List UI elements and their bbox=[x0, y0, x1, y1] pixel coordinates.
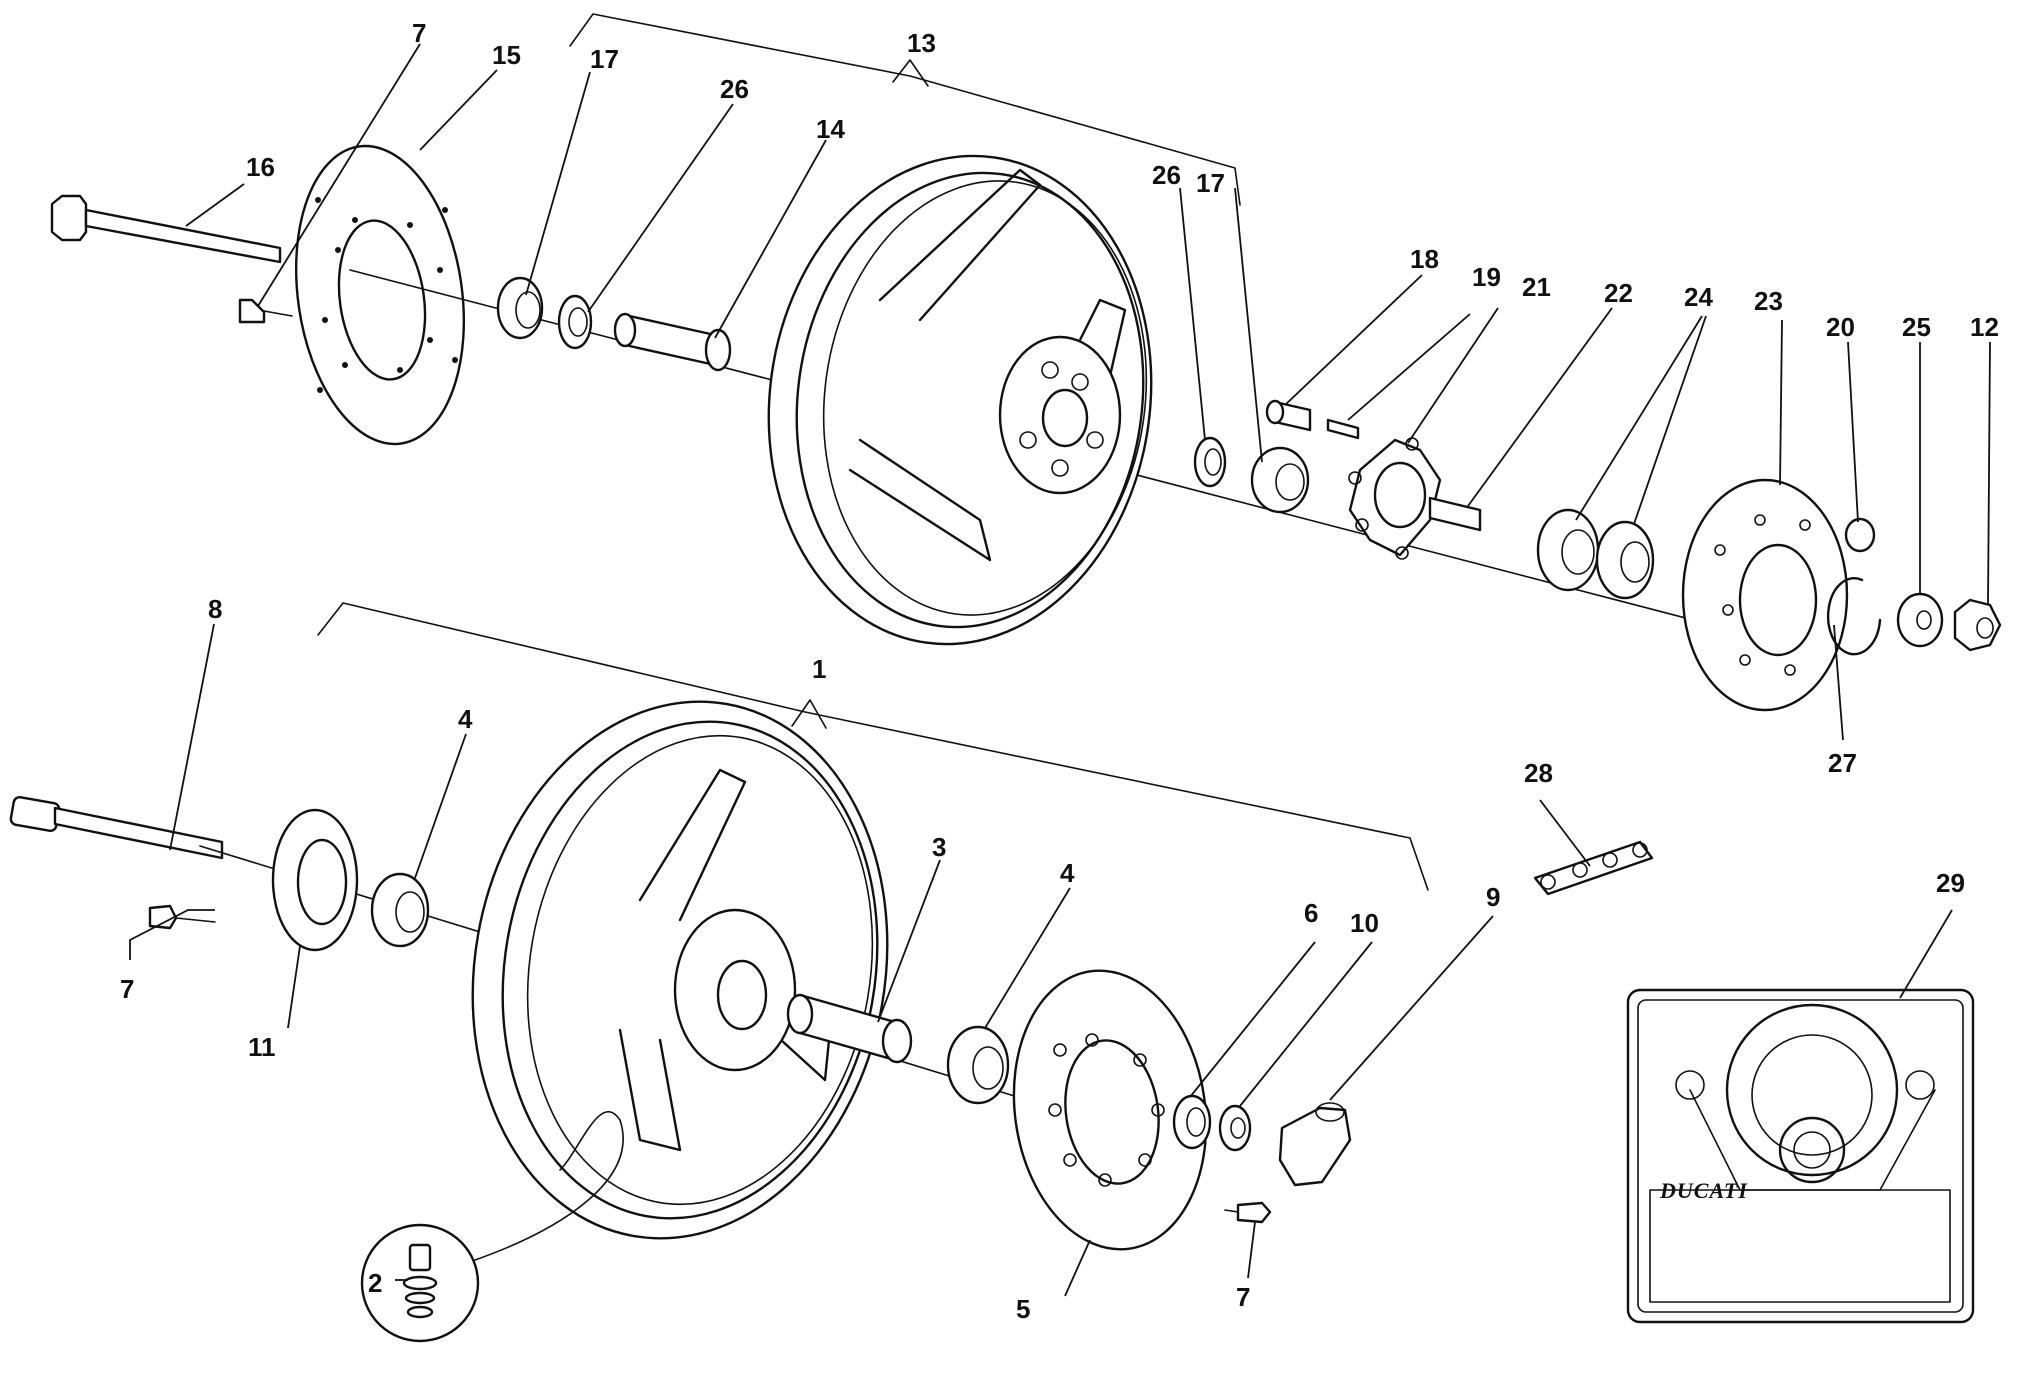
leader-lines bbox=[129, 43, 1991, 1297]
front-brake-disc bbox=[1012, 969, 1208, 1251]
sticker-logo: DUCATI bbox=[1659, 1178, 1748, 1203]
callout-15: 15 bbox=[492, 40, 521, 70]
front-spacer bbox=[786, 993, 913, 1064]
callout-11: 11 bbox=[248, 1032, 276, 1062]
callout-6: 6 bbox=[1304, 898, 1318, 928]
callout-7-left: 7 bbox=[120, 974, 134, 1004]
callout-9: 9 bbox=[1486, 882, 1500, 912]
callout-8: 8 bbox=[208, 594, 222, 624]
callout-12: 12 bbox=[1970, 312, 1999, 342]
rear-spacer-left bbox=[557, 294, 593, 350]
disc-bolt bbox=[238, 298, 293, 324]
callout-22: 22 bbox=[1604, 278, 1633, 308]
cush-drive-stud bbox=[1326, 418, 1360, 440]
sprocket-nut bbox=[1844, 517, 1876, 553]
chain-link bbox=[1533, 840, 1654, 896]
callout-10: 10 bbox=[1350, 908, 1379, 938]
callout-28: 28 bbox=[1524, 758, 1553, 788]
callout-4-left: 4 bbox=[458, 704, 473, 734]
callout-14: 14 bbox=[816, 114, 845, 144]
callout-29: 29 bbox=[1936, 868, 1965, 898]
callout-21: 21 bbox=[1522, 272, 1551, 302]
carrier-bearing-1 bbox=[1536, 508, 1600, 592]
front-bearing-left bbox=[370, 872, 430, 948]
carrier-bearing-2 bbox=[1595, 520, 1655, 600]
front-seal bbox=[1172, 1094, 1212, 1150]
axle-washer bbox=[1896, 592, 1944, 648]
circlip bbox=[1826, 577, 1882, 656]
rear-bearing-left bbox=[496, 276, 544, 340]
callout-7-top: 7 bbox=[412, 18, 426, 48]
front-axle bbox=[9, 795, 224, 860]
rear-bearing-right bbox=[1250, 446, 1310, 514]
callout-1: 1 bbox=[812, 654, 826, 684]
callout-2: 2 bbox=[368, 1268, 382, 1298]
callout-26-left: 26 bbox=[720, 74, 749, 104]
callout-24: 24 bbox=[1684, 282, 1713, 312]
callout-16: 16 bbox=[246, 152, 275, 182]
callout-17-right: 17 bbox=[1196, 168, 1225, 198]
front-disc-bolt bbox=[1224, 1201, 1272, 1224]
bracket-1 bbox=[317, 602, 1429, 891]
rear-brake-disc bbox=[294, 144, 466, 446]
callout-18: 18 bbox=[1410, 244, 1439, 274]
rear-axle bbox=[50, 194, 282, 264]
axle-nut bbox=[1953, 598, 2002, 652]
callout-23: 23 bbox=[1754, 286, 1783, 316]
front-axle-nut bbox=[1278, 1102, 1352, 1187]
callout-13: 13 bbox=[907, 28, 936, 58]
speedo-bolt bbox=[148, 904, 216, 930]
callout-26-right: 26 bbox=[1152, 160, 1181, 190]
callout-19: 19 bbox=[1472, 262, 1501, 292]
rear-spacer-right bbox=[1193, 436, 1227, 488]
carrier-shaft bbox=[1428, 496, 1482, 532]
valve-leader bbox=[474, 1111, 624, 1261]
callout-20: 20 bbox=[1826, 312, 1855, 342]
rear-wheel bbox=[767, 154, 1153, 646]
sprocket-carrier bbox=[1348, 437, 1442, 560]
rear-sleeve bbox=[613, 312, 732, 372]
speedo-drive bbox=[271, 808, 359, 952]
callout-4-right: 4 bbox=[1060, 858, 1075, 888]
cush-drive-rubber bbox=[1265, 399, 1312, 432]
callout-17-left: 17 bbox=[590, 44, 619, 74]
bracket-13 bbox=[569, 13, 1241, 206]
callout-25: 25 bbox=[1902, 312, 1931, 342]
front-bearing-right bbox=[946, 1025, 1010, 1105]
callout-3: 3 bbox=[932, 832, 946, 862]
valve-detail bbox=[360, 1223, 480, 1343]
front-washer bbox=[1218, 1104, 1252, 1152]
front-wheel bbox=[471, 700, 889, 1240]
callout-27: 27 bbox=[1828, 748, 1857, 778]
callout-5: 5 bbox=[1016, 1294, 1030, 1324]
callout-7-bottom: 7 bbox=[1236, 1282, 1250, 1312]
chain-sticker bbox=[1626, 988, 1975, 1324]
rear-sprocket bbox=[1681, 478, 1849, 712]
